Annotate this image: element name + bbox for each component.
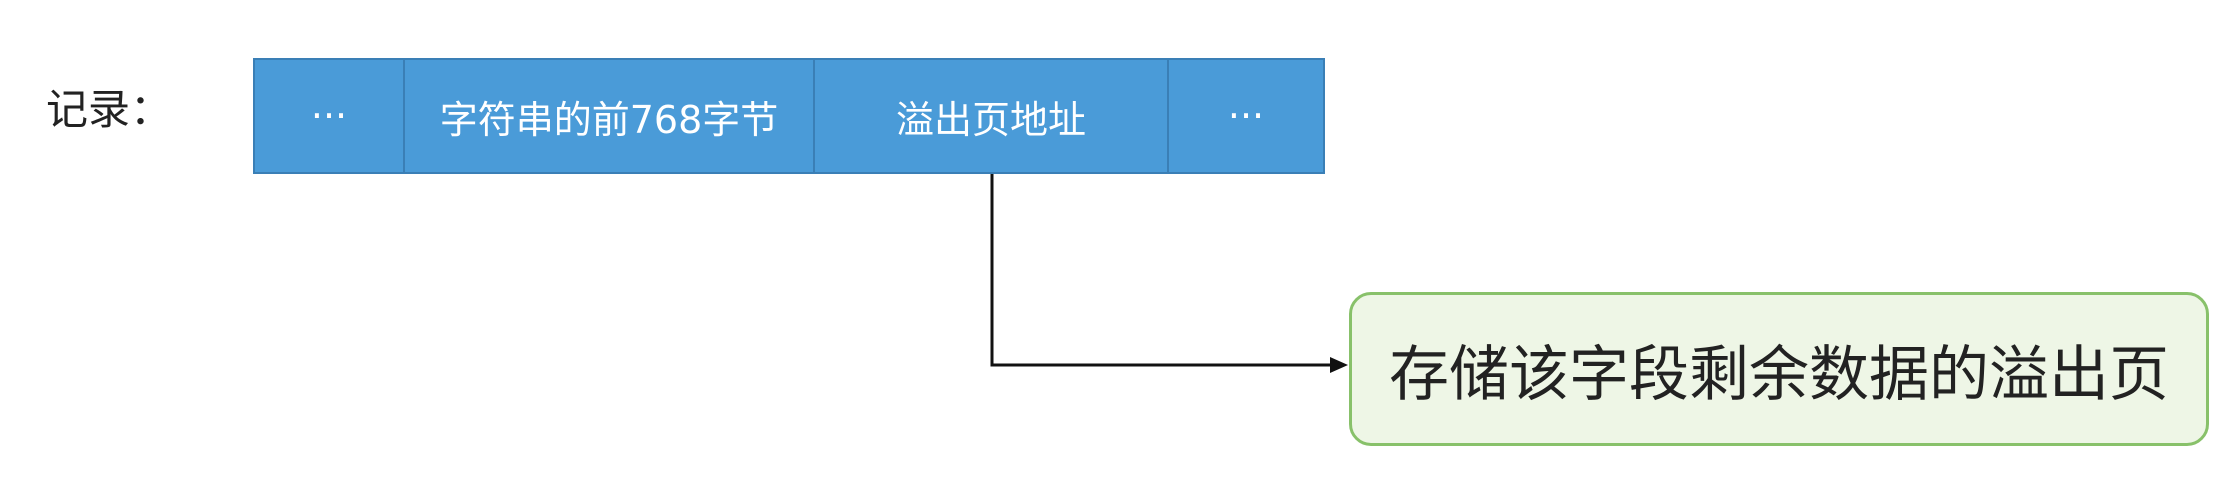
record-label: 记录： <box>46 85 173 134</box>
string-prefix-cell: 字符串的前768字节 <box>405 60 815 172</box>
ellipsis-cell-right: ··· <box>1227 94 1265 138</box>
ellipsis-cell-left: ··· <box>255 60 405 172</box>
arrow-head-icon <box>1330 357 1348 373</box>
overflow-page-box: 存储该字段剩余数据的溢出页 <box>1349 292 2209 446</box>
record-row: ··· 字符串的前768字节 溢出页地址 ··· <box>253 58 1325 174</box>
arrow-line <box>990 174 1332 367</box>
overflow-address-cell: 溢出页地址 <box>815 60 1169 172</box>
